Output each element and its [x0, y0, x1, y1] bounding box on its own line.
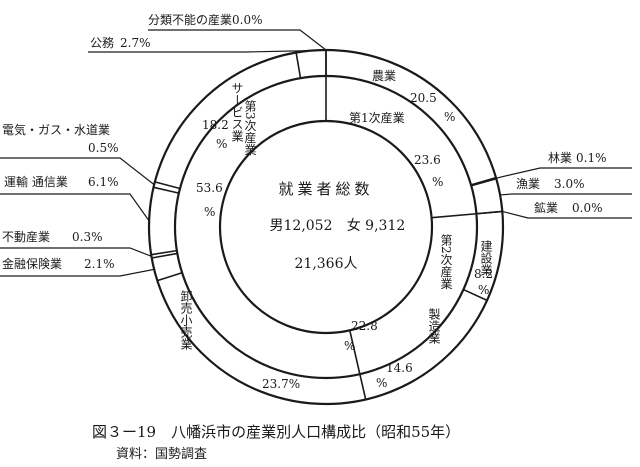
leader-gyogyo — [500, 193, 632, 196]
center-total: 21,366人 — [295, 256, 358, 272]
callout-bunrui-label: 分類不能の産業 — [148, 12, 232, 27]
callout-komu-pct: 2.7% — [120, 36, 151, 50]
outer-unit-kensetsu: % — [478, 283, 489, 297]
callout-ringyo-label: 林業 — [548, 151, 572, 165]
outer-unit-nogyo: % — [444, 110, 455, 124]
outer-pct-oroshi: 23.7% — [262, 377, 300, 391]
leader-denki — [0, 157, 155, 186]
leader-bunrui — [148, 29, 327, 51]
outer-separator-7 — [157, 271, 183, 282]
outer-pct-seizo: 14.6 — [386, 361, 413, 375]
inner-pct-tertiary: 53.6 — [196, 181, 223, 195]
center-title: 就業者総数 — [278, 180, 373, 198]
outer-separator-4 — [476, 210, 503, 215]
callout-fudosan-pct: 0.3% — [72, 230, 103, 244]
figure-caption: 図３ー19 八幡浜市の産業別人口構成比（昭和55年） — [92, 423, 461, 441]
callout-denki-label: 電気・ガス・水道業 — [2, 122, 110, 137]
inner-pct-secondary: 22.8 — [351, 319, 378, 333]
outer-separator-8 — [151, 252, 178, 259]
inner-unit-tertiary: % — [204, 205, 215, 219]
outer-separator-9 — [151, 249, 177, 256]
callout-komu-label: 公務 — [90, 36, 114, 50]
inner-label-secondary: 第2次産業 — [439, 234, 453, 290]
inner-label-tertiary: 第3次産業 — [243, 100, 257, 156]
outer-pct-kensetsu: 8.2 — [474, 267, 493, 281]
outer-label-service: サービス業 — [230, 82, 244, 142]
outer-label-seizo: 製造業 — [427, 308, 441, 344]
callout-fudosan-label: 不動産業 — [2, 229, 50, 244]
inner-pct-primary: 23.6 — [414, 153, 441, 167]
outer-unit-service: % — [216, 137, 227, 151]
callout-gyogyo-pct: 3.0% — [554, 177, 585, 191]
callout-kinyu-pct: 2.1% — [84, 257, 115, 271]
leader-fudosan — [0, 247, 152, 257]
center-male: 男12,052 — [270, 218, 333, 234]
callout-bunrui-pct: 0.0% — [232, 13, 263, 27]
outer-separator-11 — [154, 181, 181, 190]
outer-label-kensetsu: 建設業 — [479, 240, 493, 276]
leader-komu — [88, 50, 312, 53]
figure-source: 資料：国勢調査 — [116, 447, 208, 462]
outer-separator-5 — [463, 288, 488, 302]
outer-separator-10 — [153, 186, 180, 194]
chart-separators — [151, 50, 503, 400]
leader-ringyo — [495, 167, 632, 179]
inner-separator-2 — [348, 330, 361, 375]
outer-label-nogyo: 農業 — [372, 69, 396, 83]
center-female: 女 9,312 — [347, 217, 406, 234]
outer-pct-service: 18.2 — [202, 118, 229, 132]
callout-unyu-label: 運輸 通信業 — [4, 174, 68, 189]
inner-unit-secondary: % — [344, 339, 355, 353]
inner-label-primary: 第1次産業 — [349, 110, 405, 125]
callout-kinyu-label: 金融保険業 — [2, 256, 62, 271]
outer-separator-1 — [470, 176, 497, 186]
leader-unyu — [0, 193, 150, 222]
chart-leader-lines — [0, 29, 632, 277]
leader-kinyu — [0, 268, 155, 277]
callout-kogyo-pct: 0.0% — [572, 201, 603, 215]
outer-separator-2 — [471, 177, 497, 187]
leader-kogyo — [502, 210, 632, 219]
outer-label-oroshi: 卸売小売業 — [179, 289, 193, 350]
callout-denki-pct: 0.5% — [88, 141, 119, 155]
outer-separator-6 — [359, 373, 367, 400]
callout-kogyo-label: 鉱業 — [534, 200, 558, 215]
inner-unit-primary: % — [432, 175, 443, 189]
outer-pct-nogyo: 20.5 — [410, 91, 437, 105]
callout-unyu-pct: 6.1% — [88, 175, 119, 189]
outer-separator-12 — [295, 52, 302, 79]
callout-ringyo-pct: 0.1% — [576, 151, 607, 165]
inner-separator-1 — [431, 212, 477, 219]
callout-gyogyo-label: 漁業 — [516, 177, 540, 191]
outer-unit-seizo: % — [376, 376, 387, 390]
